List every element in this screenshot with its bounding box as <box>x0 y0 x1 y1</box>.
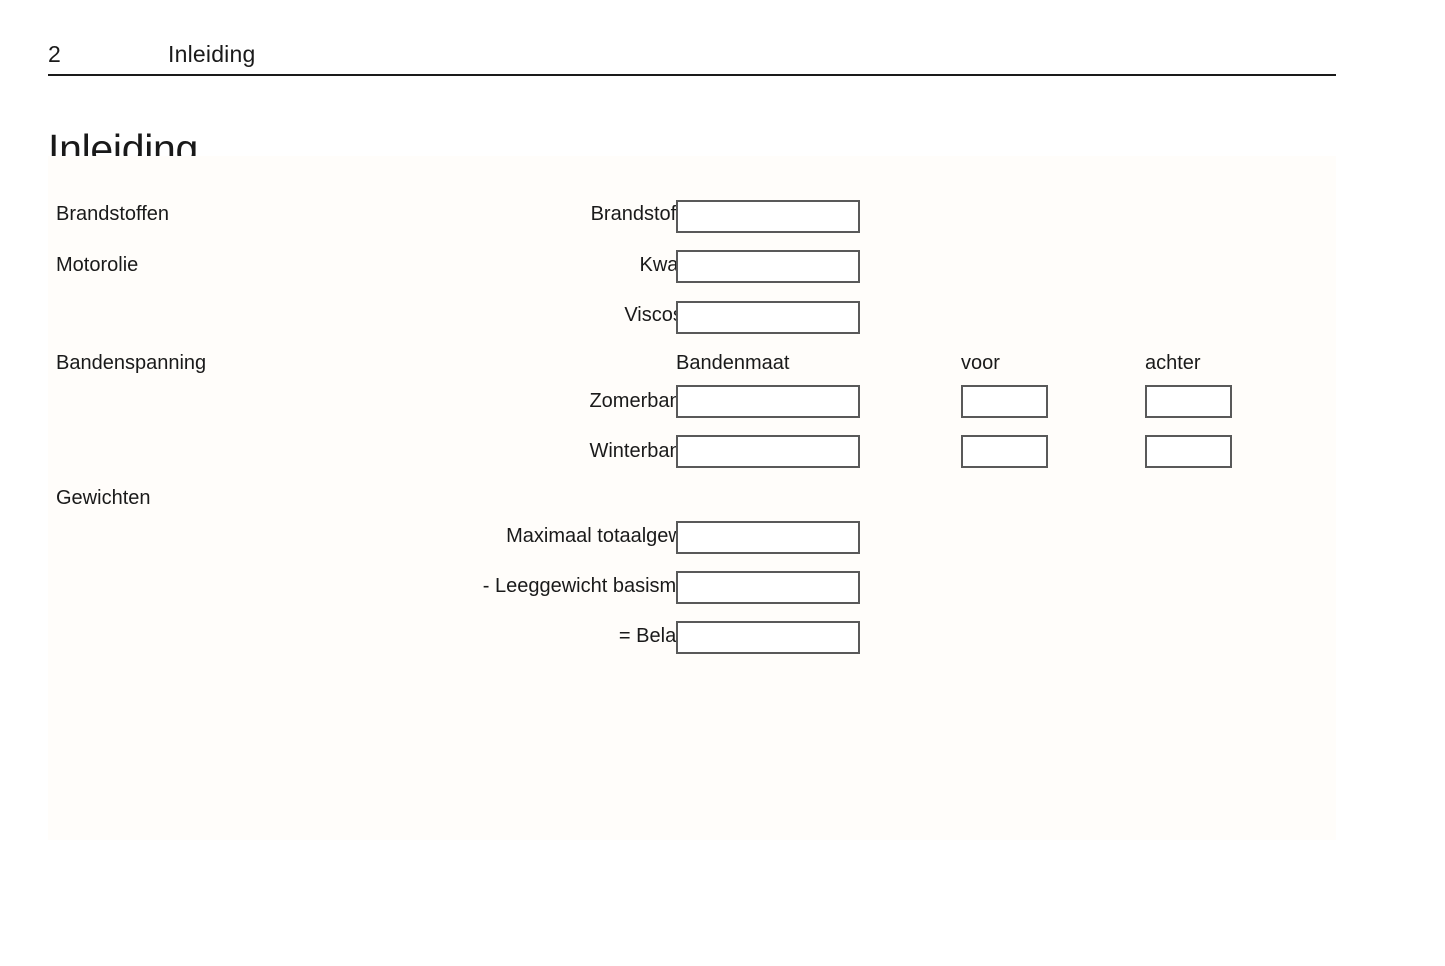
input-kwaliteit[interactable] <box>676 250 860 283</box>
input-brandstoftype[interactable] <box>676 200 860 233</box>
page-number: 2 <box>48 41 61 67</box>
section-label-gewichten: Gewichten <box>56 487 151 509</box>
header-chapter-name: Inleiding <box>168 41 256 67</box>
section-label-bandenspanning: Bandenspanning <box>56 352 207 374</box>
section-label-brandstoffen: Brandstoffen <box>56 203 170 225</box>
input-viscositeit[interactable] <box>676 301 860 334</box>
input-winterbanden-bandenmaat[interactable] <box>676 435 860 468</box>
field-label-leeggewicht-basismodel: - Leeggewicht basismodel <box>482 575 714 597</box>
column-header-achter: achter <box>1145 352 1201 374</box>
input-zomerbanden-bandenmaat[interactable] <box>676 385 860 418</box>
page-running-header: 2 Inleiding <box>48 40 1336 76</box>
input-leeggewicht-basismodel[interactable] <box>676 571 860 604</box>
input-winterbanden-voor[interactable] <box>961 435 1048 468</box>
field-label-maximaal-totaalgewicht: Maximaal totaalgewicht <box>506 525 714 547</box>
input-belading[interactable] <box>676 621 860 654</box>
section-label-motorolie: Motorolie <box>56 254 139 276</box>
input-zomerbanden-voor[interactable] <box>961 385 1048 418</box>
input-zomerbanden-achter[interactable] <box>1145 385 1232 418</box>
column-header-bandenmaat: Bandenmaat <box>676 352 790 374</box>
input-winterbanden-achter[interactable] <box>1145 435 1232 468</box>
specification-form-panel: Brandstoffen Brandstoftype Motorolie Kwa… <box>48 156 1336 840</box>
input-maximaal-totaalgewicht[interactable] <box>676 521 860 554</box>
column-header-voor: voor <box>961 352 1000 374</box>
